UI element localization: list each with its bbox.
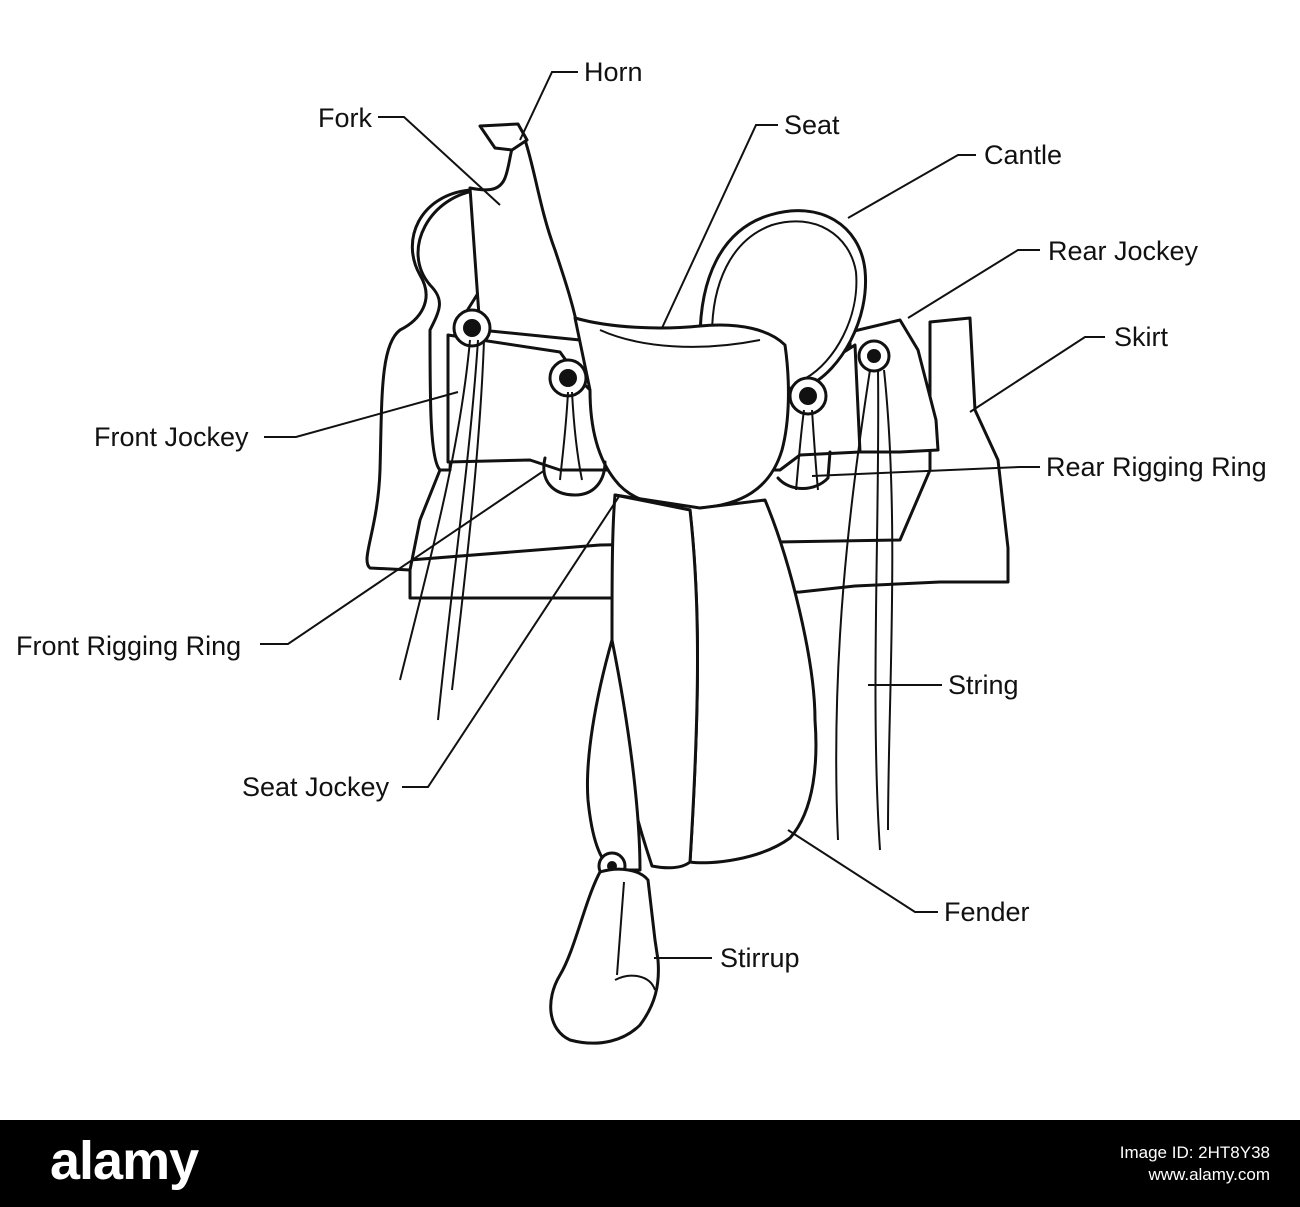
label-horn: Horn xyxy=(584,57,643,87)
front-rigging-ring-shape xyxy=(542,456,607,497)
horn-cap xyxy=(478,122,529,152)
concho-seat-front xyxy=(548,358,588,398)
saddle-diagram: Horn Fork Seat Cantle Rear Jockey Skirt … xyxy=(16,57,1267,1045)
label-front-rigging-ring: Front Rigging Ring xyxy=(16,631,241,661)
leader-lines xyxy=(260,71,1105,959)
leader-front-jockey xyxy=(264,391,459,438)
leader-front-rigging-ring xyxy=(260,469,546,645)
rear-rigging-ring-shape xyxy=(776,450,832,490)
concho-front-jockey xyxy=(452,308,492,348)
leader-rear-rigging-ring xyxy=(811,466,1040,477)
stock-footer: alamy Image ID: 2HT8Y38 www.alamy.com xyxy=(0,1120,1300,1207)
seat-inner-line xyxy=(599,329,761,348)
label-stirrup: Stirrup xyxy=(720,943,800,973)
stirrup-tread xyxy=(614,974,656,991)
label-rear-rigging-ring: Rear Rigging Ring xyxy=(1046,452,1267,482)
label-seat-jockey: Seat Jockey xyxy=(242,772,390,802)
label-rear-jockey: Rear Jockey xyxy=(1048,236,1199,266)
fork-shape xyxy=(468,138,582,342)
leader-fork xyxy=(378,116,501,206)
leader-cantle xyxy=(847,154,976,219)
leader-seat-jockey xyxy=(402,494,621,788)
front-jockey-outline xyxy=(416,188,482,472)
seat-shape xyxy=(573,316,790,510)
website-link[interactable]: www.alamy.com xyxy=(1148,1165,1270,1184)
leader-horn xyxy=(519,71,578,141)
footer-info: Image ID: 2HT8Y38 www.alamy.com xyxy=(1120,1142,1270,1186)
label-seat: Seat xyxy=(784,110,840,140)
labels: Horn Fork Seat Cantle Rear Jockey Skirt … xyxy=(16,57,1267,973)
stirrup-shape xyxy=(549,867,660,1045)
alamy-logo: alamy xyxy=(50,1131,199,1191)
label-skirt: Skirt xyxy=(1114,322,1168,352)
leader-seat xyxy=(661,124,778,329)
leader-skirt xyxy=(969,336,1105,413)
label-fork: Fork xyxy=(318,103,373,133)
concho-seat-rear xyxy=(788,376,828,416)
image-id: Image ID: 2HT8Y38 xyxy=(1119,1143,1270,1162)
concho-rear-jockey xyxy=(857,339,891,373)
label-fender: Fender xyxy=(944,897,1030,927)
label-string: String xyxy=(948,670,1019,700)
leader-fender xyxy=(787,829,938,913)
stirrup-inner xyxy=(616,881,625,976)
label-front-jockey: Front Jockey xyxy=(94,422,249,452)
leader-rear-jockey xyxy=(907,249,1040,319)
rear-jockey-shape xyxy=(848,318,940,454)
label-cantle: Cantle xyxy=(984,140,1062,170)
cantle-inner-line xyxy=(711,220,858,379)
strings xyxy=(399,339,894,851)
saddle-illustration xyxy=(365,122,1010,1045)
